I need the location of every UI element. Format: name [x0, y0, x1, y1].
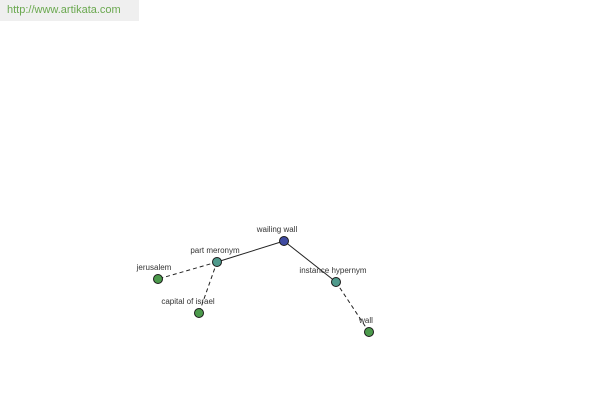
node-label-wall: wall [358, 316, 373, 325]
node-jerusalem[interactable]: jerusalem [136, 263, 172, 284]
node-instance-hypernym[interactable]: instance hypernym [299, 266, 367, 287]
node-label-wailing-wall: wailing wall [256, 225, 298, 234]
edge-instance-hypernym-to-wall [335, 281, 370, 333]
node-circle-jerusalem[interactable] [153, 274, 163, 284]
edge-part-meronym-to-capital-of-israel [198, 261, 218, 314]
edges-layer [157, 240, 370, 333]
edge-part-meronym-to-jerusalem [157, 261, 218, 280]
edge-wailing-wall-to-part-meronym [216, 240, 285, 263]
node-wall[interactable]: wall [358, 316, 374, 337]
node-circle-wailing-wall[interactable] [279, 236, 289, 246]
node-wailing-wall[interactable]: wailing wall [256, 225, 298, 246]
node-circle-capital-of-israel[interactable] [194, 308, 204, 318]
node-circle-wall[interactable] [364, 327, 374, 337]
node-circle-instance-hypernym[interactable] [331, 277, 341, 287]
node-label-part-meronym: part meronym [190, 246, 240, 255]
node-part-meronym[interactable]: part meronym [190, 246, 240, 267]
node-circle-part-meronym[interactable] [212, 257, 222, 267]
edge-wailing-wall-to-instance-hypernym [283, 240, 337, 283]
node-capital-of-israel[interactable]: capital of israel [161, 297, 215, 318]
node-label-jerusalem: jerusalem [136, 263, 172, 272]
nodes-layer: wailing wall part meronym instance hyperny… [136, 225, 374, 337]
node-label-capital-of-israel: capital of israel [161, 297, 215, 306]
source-bar: http://www.artikata.com [0, 0, 139, 21]
node-label-instance-hypernym: instance hypernym [299, 266, 366, 275]
source-link[interactable]: http://www.artikata.com [7, 4, 121, 16]
